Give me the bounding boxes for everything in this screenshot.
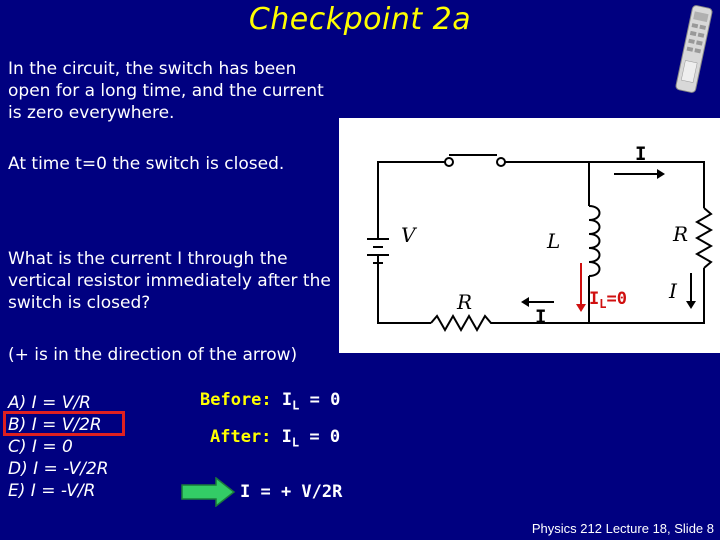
- selected-answer-highlight: [3, 411, 125, 436]
- right-resistor-label: R: [672, 222, 688, 246]
- answer-a[interactable]: A) I = V/R: [8, 393, 91, 413]
- slide-title: Checkpoint 2a: [248, 2, 472, 37]
- slide-footer: Physics 212 Lecture 18, Slide 8: [531, 521, 714, 536]
- inductor-label: L: [546, 229, 560, 253]
- bottom-current-label: I: [535, 306, 546, 328]
- before-label: Before:: [200, 390, 272, 410]
- top-current-label: I: [635, 143, 646, 165]
- answer-e[interactable]: E) I = -V/R: [8, 481, 96, 501]
- before-var: IL = 0: [281, 390, 341, 413]
- after-statement: After: IL = 0: [210, 427, 340, 449]
- right-current-label: I: [668, 279, 678, 303]
- battery-label: V: [401, 223, 418, 247]
- answer-d[interactable]: D) I = -V/2R: [8, 459, 109, 479]
- bottom-resistor-label: R: [456, 290, 472, 314]
- result-statement: I = + V/2R: [240, 482, 343, 502]
- answer-b[interactable]: B) I = V/2R: [8, 415, 102, 435]
- switch-closed-text: At time t=0 the switch is closed.: [8, 154, 285, 174]
- inductor-current-label: IL=0: [589, 289, 627, 311]
- question-text: What is the current I through the vertic…: [8, 249, 331, 313]
- circuit-diagram: V L R R I I IL=0 I: [339, 118, 720, 353]
- intro-text: In the circuit, the switch has been open…: [8, 59, 324, 123]
- right-arrow-icon: [180, 476, 236, 508]
- direction-note: (+ is in the direction of the arrow): [8, 345, 298, 365]
- clicker-remote-icon: [672, 2, 716, 96]
- after-label: After:: [210, 427, 272, 447]
- answer-list: A) I = V/R B) I = V/2R C) I = 0 D) I = -…: [8, 392, 109, 502]
- before-statement: Before: IL = 0: [200, 390, 340, 412]
- answer-c[interactable]: C) I = 0: [8, 437, 73, 457]
- after-var: IL = 0: [281, 427, 341, 450]
